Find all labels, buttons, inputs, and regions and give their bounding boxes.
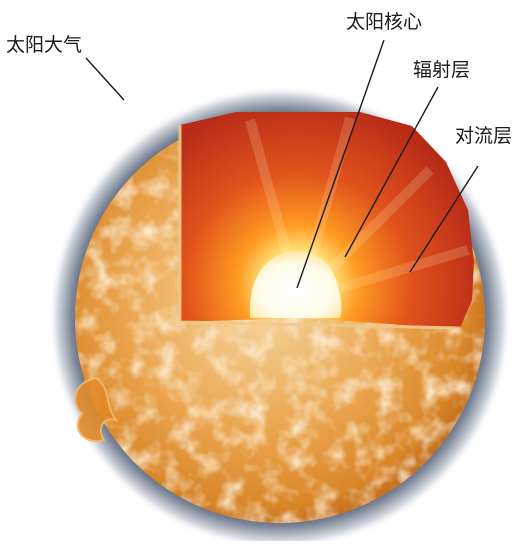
radiative-zone-leader-line [344,86,439,258]
cutaway-interior [180,112,474,328]
solar-prominence [74,376,119,443]
sun-core [249,251,342,318]
cutaway-edge [178,125,461,330]
radiative-zone-label: 辐射层 [413,59,471,81]
atmosphere-label: 太阳大气 [6,34,83,56]
core-label: 太阳核心 [346,11,423,33]
core-leader-line [296,39,385,289]
convection-zone-label: 对流层 [455,125,513,147]
atmosphere-leader-line [85,57,125,101]
convection-zone-leader-line [409,165,479,273]
